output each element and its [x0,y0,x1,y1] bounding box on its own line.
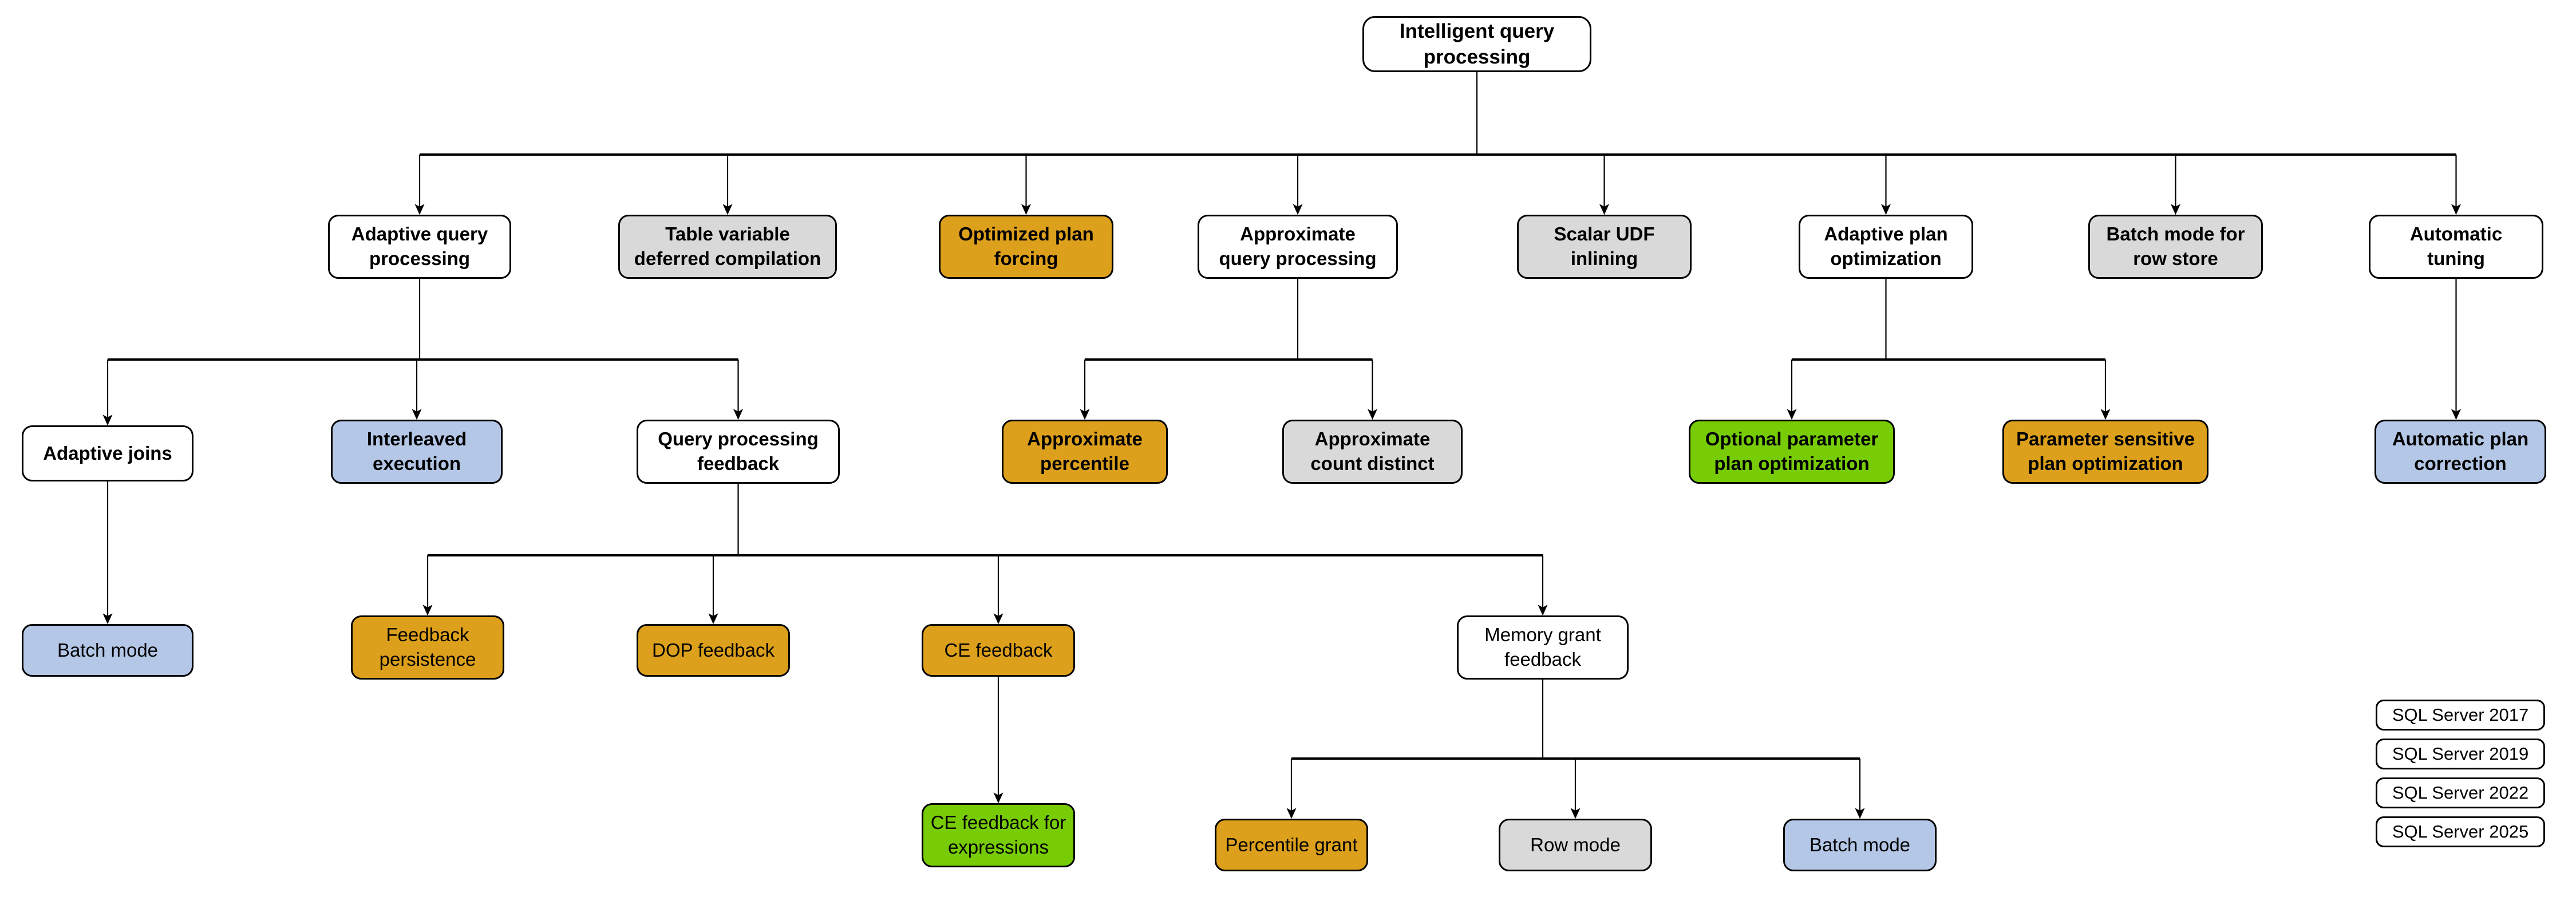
legend-label: SQL Server 2017 [2392,705,2529,725]
node-oppo[interactable]: Optional parameter plan optimization [1689,420,1895,484]
node-label: Adaptive query processing [351,223,488,269]
node-label: Memory grant feedback [1484,624,1601,670]
node-label: Adaptive joins [43,442,172,464]
node-label: Approximate count distinct [1310,428,1435,474]
node-label: CE feedback [944,639,1053,661]
legend-item-sql-server-2019: SQL Server 2019 [2376,739,2545,769]
node-apo[interactable]: Adaptive plan optimization [1799,215,1973,279]
node-dopfb[interactable]: DOP feedback [637,624,790,677]
node-cefb[interactable]: CE feedback [922,624,1075,677]
node-label: Feedback persistence [379,624,476,670]
node-label: Percentile grant [1225,834,1358,855]
node-qpfeedback[interactable]: Query processing feedback [637,420,840,484]
legend-label: SQL Server 2019 [2392,744,2529,764]
node-tvdc[interactable]: Table variable deferred compilation [618,215,837,279]
node-label: Approximate query processing [1219,223,1377,269]
legend-item-sql-server-2022: SQL Server 2022 [2376,777,2545,808]
node-psp[interactable]: Parameter sensitive plan optimization [2002,420,2208,484]
node-approxpct[interactable]: Approximate percentile [1002,420,1168,484]
node-batchmode2[interactable]: Batch mode [1783,819,1937,871]
legend-item-sql-server-2017: SQL Server 2017 [2376,700,2545,731]
node-autotune[interactable]: Automatic tuning [2369,215,2543,279]
node-approxqp[interactable]: Approximate query processing [1198,215,1398,279]
node-apc[interactable]: Automatic plan correction [2374,420,2546,484]
node-adaptjoins[interactable]: Adaptive joins [22,425,193,481]
node-label: Approximate percentile [1027,428,1143,474]
node-approxcount[interactable]: Approximate count distinct [1282,420,1463,484]
node-label: Batch mode [1809,834,1911,855]
node-label: Query processing feedback [658,428,819,474]
legend-item-sql-server-2025: SQL Server 2025 [2376,816,2545,847]
node-sudf[interactable]: Scalar UDF inlining [1517,215,1692,279]
node-pctgrant[interactable]: Percentile grant [1215,819,1368,871]
node-rowmode[interactable]: Row mode [1499,819,1652,871]
node-label: Batch mode for row store [2106,223,2245,269]
node-cefbexpr[interactable]: CE feedback for expressions [922,803,1075,867]
legend-label: SQL Server 2025 [2392,822,2529,842]
node-interleaved[interactable]: Interleaved execution [331,420,503,484]
node-label: Interleaved execution [366,428,467,474]
node-bmrs[interactable]: Batch mode for row store [2088,215,2263,279]
node-label: Table variable deferred compilation [634,223,821,269]
node-label: Automatic plan correction [2392,428,2529,474]
node-batchmode1[interactable]: Batch mode [22,624,193,677]
node-label: Automatic tuning [2409,223,2503,269]
node-root[interactable]: Intelligent query processing [1362,16,1591,72]
node-label: DOP feedback [651,639,775,661]
node-label: Row mode [1530,834,1621,855]
node-label: Intelligent query processing [1399,19,1555,69]
node-label: Optional parameter plan optimization [1705,428,1879,474]
node-mgf[interactable]: Memory grant feedback [1457,615,1629,680]
node-opf[interactable]: Optimized plan forcing [939,215,1113,279]
node-aqp[interactable]: Adaptive query processing [328,215,511,279]
node-label: Adaptive plan optimization [1824,223,1948,269]
node-fbpersist[interactable]: Feedback persistence [351,615,504,680]
legend-label: SQL Server 2022 [2392,783,2529,803]
node-label: Scalar UDF inlining [1554,223,1655,269]
node-label: Parameter sensitive plan optimization [2016,428,2195,474]
node-label: CE feedback for expressions [930,812,1066,858]
node-label: Optimized plan forcing [958,223,1094,269]
node-label: Batch mode [57,639,159,661]
